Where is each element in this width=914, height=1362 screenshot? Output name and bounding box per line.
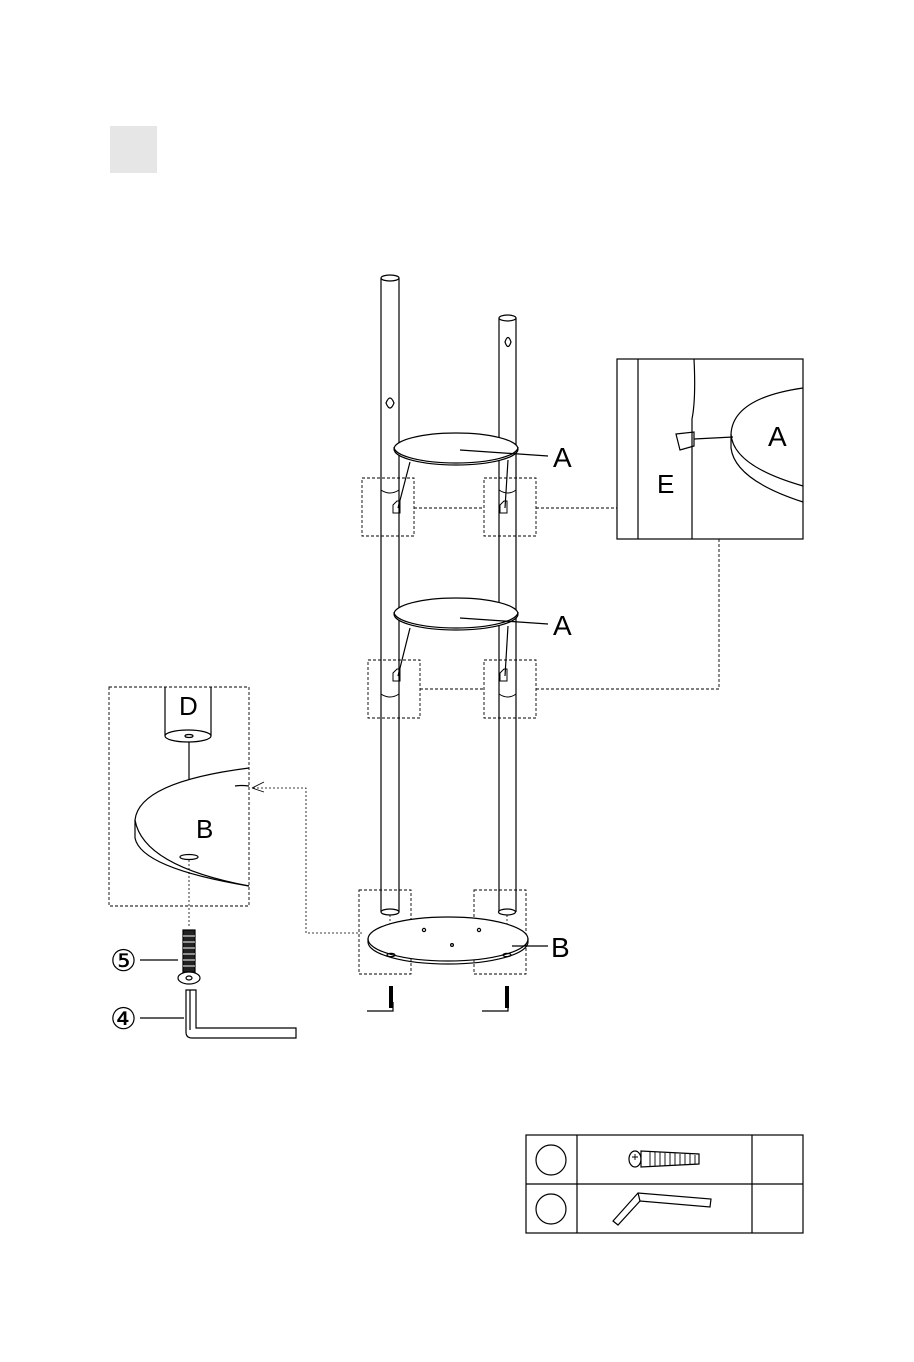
label-base: B xyxy=(551,932,570,963)
shelf-top xyxy=(394,433,548,508)
base-section xyxy=(359,890,548,1011)
parts-table xyxy=(526,1135,803,1233)
parts-row-1-number-circle xyxy=(536,1145,566,1175)
allen-key-part xyxy=(140,990,296,1038)
callout-bolt: ⑤ xyxy=(110,945,137,978)
bracket-clips xyxy=(381,490,516,697)
bolt-icon xyxy=(629,1151,699,1167)
parts-row-2-number-circle xyxy=(536,1194,566,1224)
detail-base-panel xyxy=(109,687,362,933)
label-shelf-top: A xyxy=(553,442,572,473)
left-rod xyxy=(381,275,399,912)
label-detail-shelf: A xyxy=(768,421,787,452)
label-shelf-middle: A xyxy=(553,610,572,641)
shelf-middle xyxy=(394,598,548,676)
label-detail-bracket: E xyxy=(657,469,674,499)
bracket-boxes xyxy=(362,478,719,718)
label-detail-rod: D xyxy=(179,691,198,721)
bolt-part xyxy=(140,930,200,984)
label-detail-base: B xyxy=(196,814,213,844)
allen-key-icon xyxy=(613,1193,711,1225)
callout-allen-key: ④ xyxy=(110,1003,137,1036)
